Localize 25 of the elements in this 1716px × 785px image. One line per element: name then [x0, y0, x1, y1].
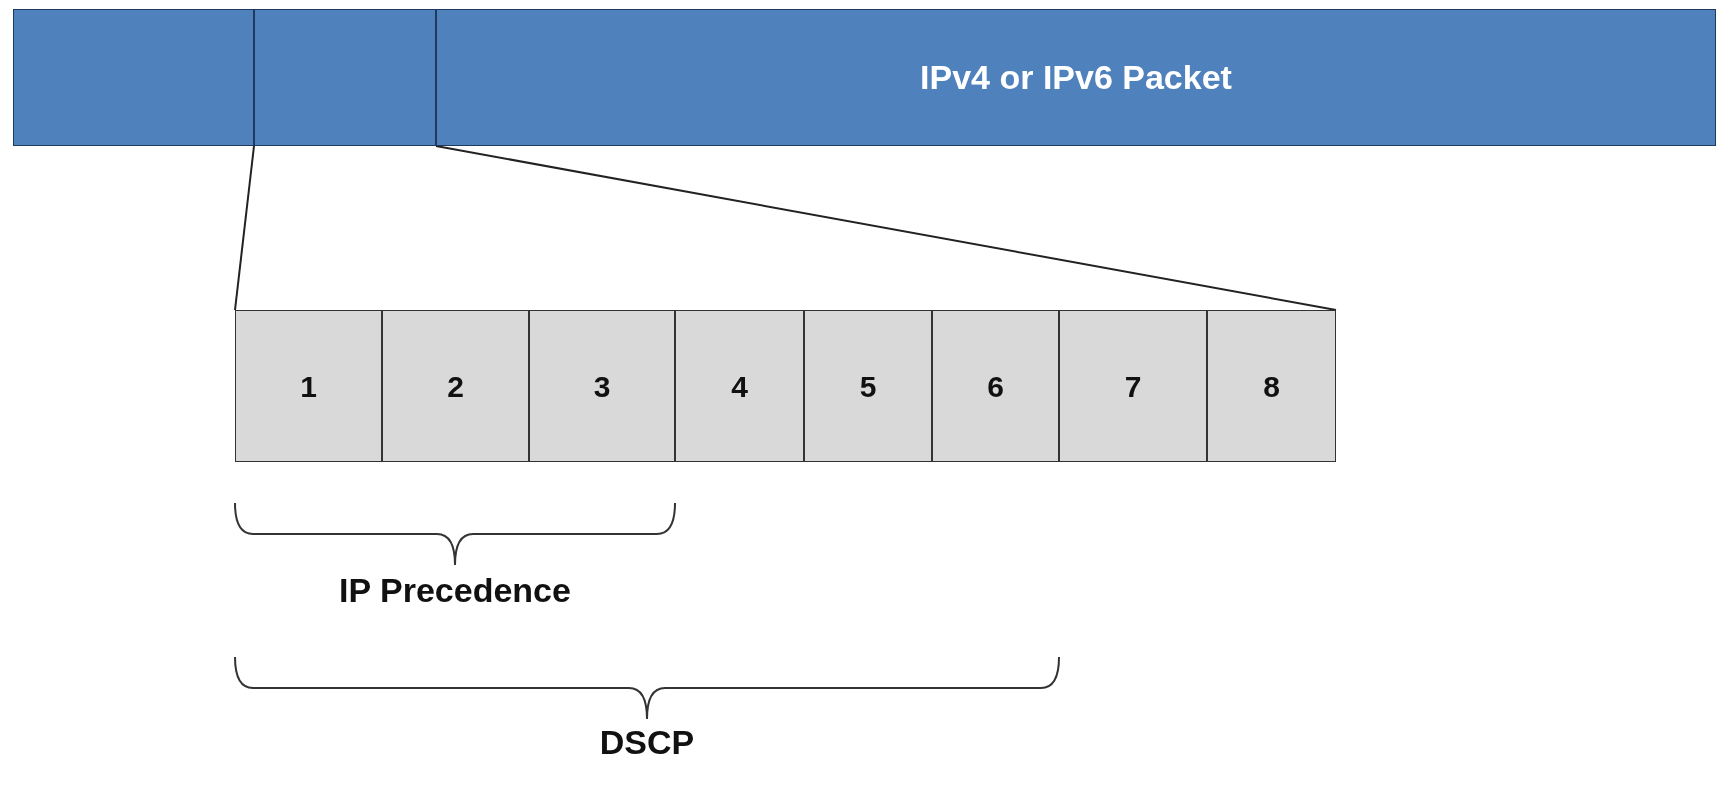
bracket-label: DSCP [599, 721, 695, 763]
bit-number: 5 [859, 368, 877, 405]
bit-cell [382, 310, 529, 462]
bit-cell [529, 310, 675, 462]
bit-cell [1207, 310, 1336, 462]
bracket-label: IP Precedence [339, 569, 571, 611]
bit-number: 2 [447, 368, 464, 405]
packet-label: IPv4 or IPv6 Packet [920, 57, 1232, 98]
bit-number: 8 [1263, 368, 1280, 405]
zoom-line [234, 145, 255, 311]
bit-cell [675, 310, 804, 462]
bit-field-row [235, 310, 1336, 462]
header-field-box [13, 9, 254, 146]
bit-number: 1 [300, 368, 317, 405]
bit-number: 6 [987, 368, 1004, 405]
header-field-box [254, 9, 436, 146]
bit-cell [235, 310, 382, 462]
zoom-line [435, 145, 1337, 311]
bit-number: 7 [1124, 368, 1142, 405]
bit-number: 3 [593, 368, 611, 405]
packet-bar [436, 9, 1716, 146]
bit-number: 4 [731, 368, 748, 405]
bit-cell [804, 310, 932, 462]
bit-cell [932, 310, 1059, 462]
bit-cell [1059, 310, 1207, 462]
